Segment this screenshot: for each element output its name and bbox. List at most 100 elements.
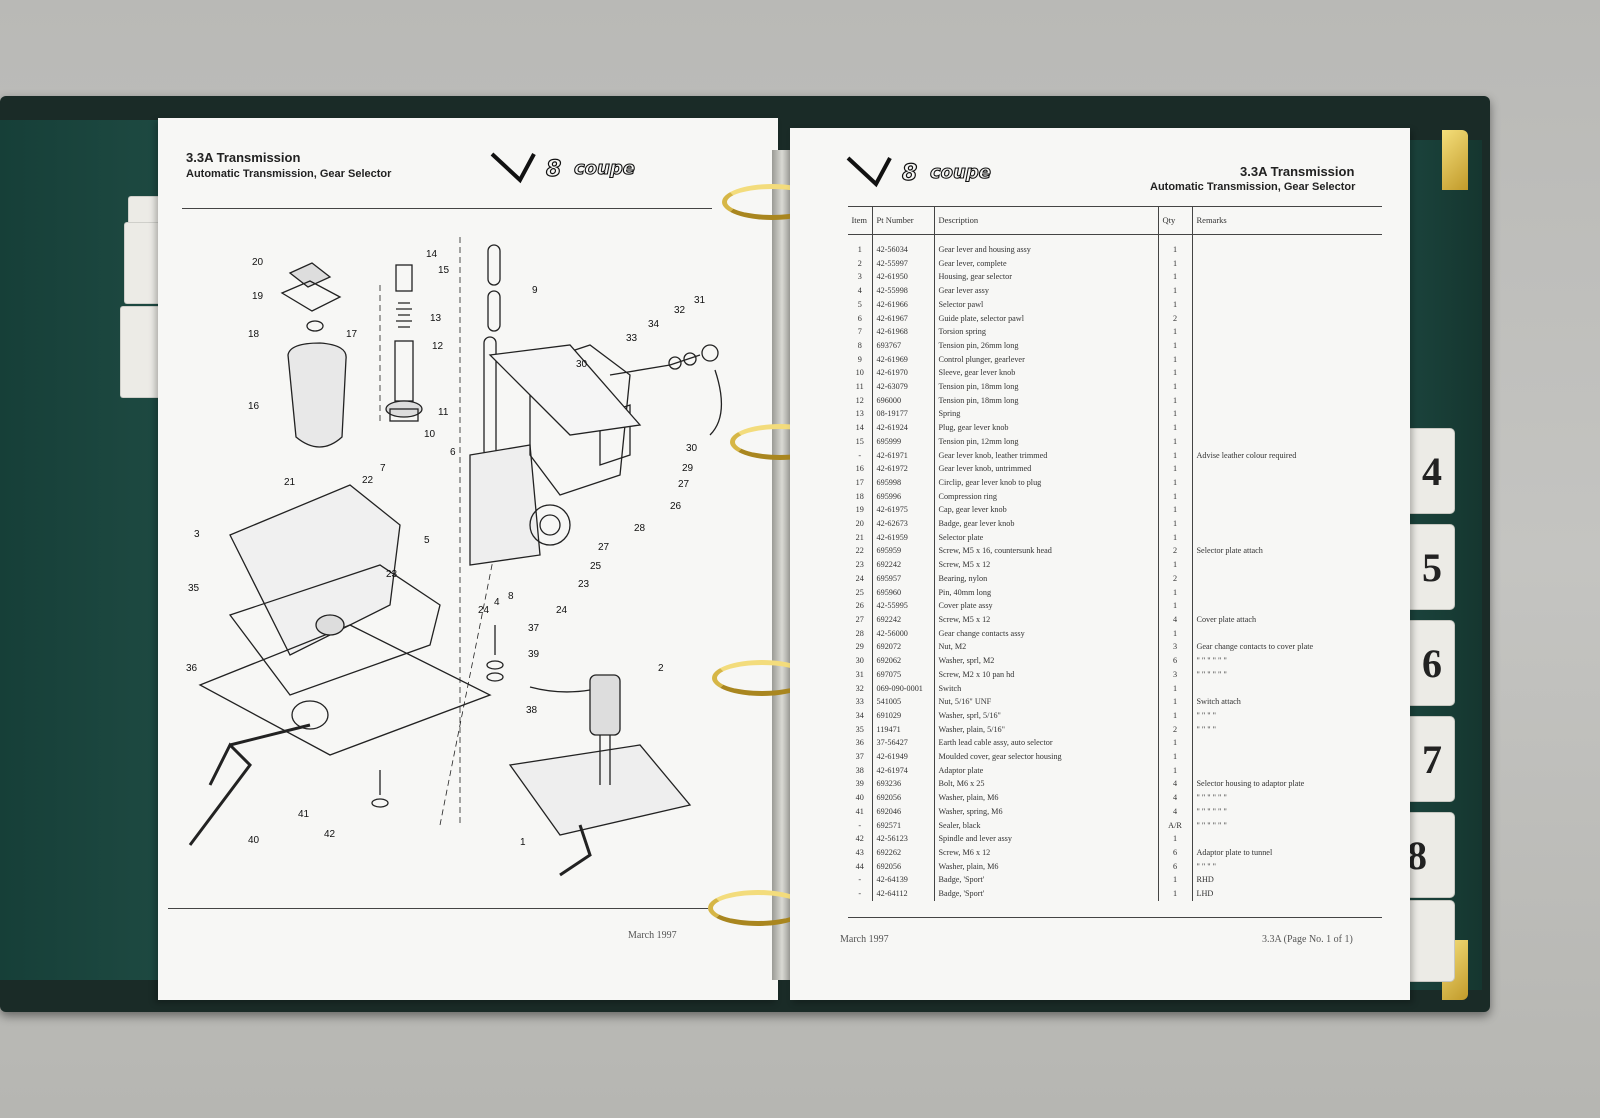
cell-qty: 1 <box>1157 736 1192 751</box>
cell-qty: 1 <box>1157 475 1192 490</box>
cell-item: 36 <box>855 738 864 748</box>
cell-remarks: " " " " " " <box>1191 667 1382 682</box>
callout-12: 12 <box>432 341 444 352</box>
cell-part-number: 42-56034 <box>871 234 934 257</box>
cell-item: 13 <box>855 409 864 419</box>
cell-remarks <box>1191 270 1382 285</box>
cell-part-number: 42-56000 <box>871 626 934 641</box>
cell-part-number: 119471 <box>871 722 934 737</box>
cell-part-number: 42-61975 <box>871 503 934 518</box>
svg-text:8: 8 <box>546 157 561 182</box>
cell-item: 11 <box>855 382 864 392</box>
cell-qty: 1 <box>1157 695 1192 709</box>
cell-description: Badge, 'Sport' <box>933 887 1158 901</box>
callout-13: 13 <box>430 313 442 324</box>
index-tab-label: 7 <box>1422 736 1442 782</box>
callout-7: 7 <box>380 463 386 474</box>
cell-qty: 3 <box>1157 640 1192 655</box>
cell-qty: 4 <box>1157 777 1192 792</box>
cell-description: Screw, M2 x 10 pan hd <box>933 667 1158 682</box>
index-tab-8[interactable]: 8 <box>1410 812 1455 898</box>
callout-31: 30 <box>686 443 698 454</box>
callout-26: 25 <box>590 561 602 572</box>
cell-remarks <box>1191 407 1382 422</box>
cell-part-number: 541005 <box>871 695 934 709</box>
corner-protector-top <box>1442 130 1468 190</box>
cell-description: Selector plate <box>933 530 1158 545</box>
cell-item: 18 <box>855 491 864 501</box>
cell-description: Torsion spring <box>933 325 1158 339</box>
cell-part-number: 692062 <box>871 654 934 668</box>
cell-part-number: 696000 <box>871 393 934 408</box>
cell-qty: 1 <box>1157 763 1192 778</box>
cell-description: Washer, sprl, 5/16" <box>933 708 1158 723</box>
callout-2: 2 <box>658 663 664 674</box>
cell-qty: 1 <box>1157 366 1192 381</box>
cell-item: 10 <box>855 368 864 378</box>
cell-item: 9 <box>857 354 862 364</box>
cell-part-number: 42-61969 <box>871 352 934 367</box>
cell-part-number: 42-61959 <box>871 530 934 545</box>
cell-item: 16 <box>855 464 864 474</box>
callout-44: 42 <box>324 829 336 840</box>
cell-qty: 1 <box>1157 626 1192 641</box>
cell-remarks <box>1191 366 1382 381</box>
cell-part-number: 42-63079 <box>871 380 934 394</box>
callout-23: 23 <box>386 569 398 580</box>
index-tab-6[interactable]: 6 <box>1410 620 1455 706</box>
callout-3: 3 <box>194 529 200 540</box>
index-tab-left-3[interactable] <box>120 306 165 398</box>
cell-part-number: 42-55995 <box>871 599 934 613</box>
cell-description: Screw, M5 x 16, countersunk head <box>933 544 1158 559</box>
callout-39: 37 <box>528 623 540 634</box>
cell-qty: 1 <box>1157 530 1192 545</box>
cell-description: Control plunger, gearlever <box>933 352 1158 367</box>
cell-part-number: 697075 <box>871 667 934 682</box>
cell-description: Tension pin, 18mm long <box>933 393 1158 408</box>
index-tab-9[interactable] <box>1410 900 1455 982</box>
cell-qty: 1 <box>1157 297 1192 312</box>
cell-item: 28 <box>855 628 864 638</box>
cell-item: 27 <box>855 614 864 624</box>
cell-description: Spring <box>933 407 1158 422</box>
cell-part-number: 42-62673 <box>871 517 934 531</box>
cell-qty: 1 <box>1157 462 1192 476</box>
left-footer-rule <box>168 908 708 909</box>
cell-item: 44 <box>855 861 864 871</box>
index-tab-7[interactable]: 7 <box>1410 716 1455 802</box>
svg-text:8: 8 <box>902 161 917 186</box>
cell-qty: 1 <box>1157 585 1192 600</box>
cell-remarks <box>1191 311 1382 326</box>
cell-qty: 1 <box>1157 338 1192 353</box>
index-tab-label: 5 <box>1422 544 1442 590</box>
callout-30: 29 <box>682 463 694 474</box>
cell-part-number: 691029 <box>871 708 934 723</box>
cell-part-number: 069-090-0001 <box>871 681 934 696</box>
right-section-title: 3.3A Transmission <box>1240 164 1355 179</box>
callout-14: 14 <box>426 249 438 260</box>
cell-description: Switch <box>933 681 1158 696</box>
cell-item: 12 <box>855 395 864 405</box>
cell-qty: 1 <box>1157 503 1192 518</box>
cell-part-number: 695999 <box>871 434 934 449</box>
cell-description: Nut, 5/16" UNF <box>933 695 1158 709</box>
cell-qty: 1 <box>1157 517 1192 531</box>
index-tab-5[interactable]: 5 <box>1410 524 1455 610</box>
index-tab-4[interactable]: 4 <box>1410 428 1455 514</box>
